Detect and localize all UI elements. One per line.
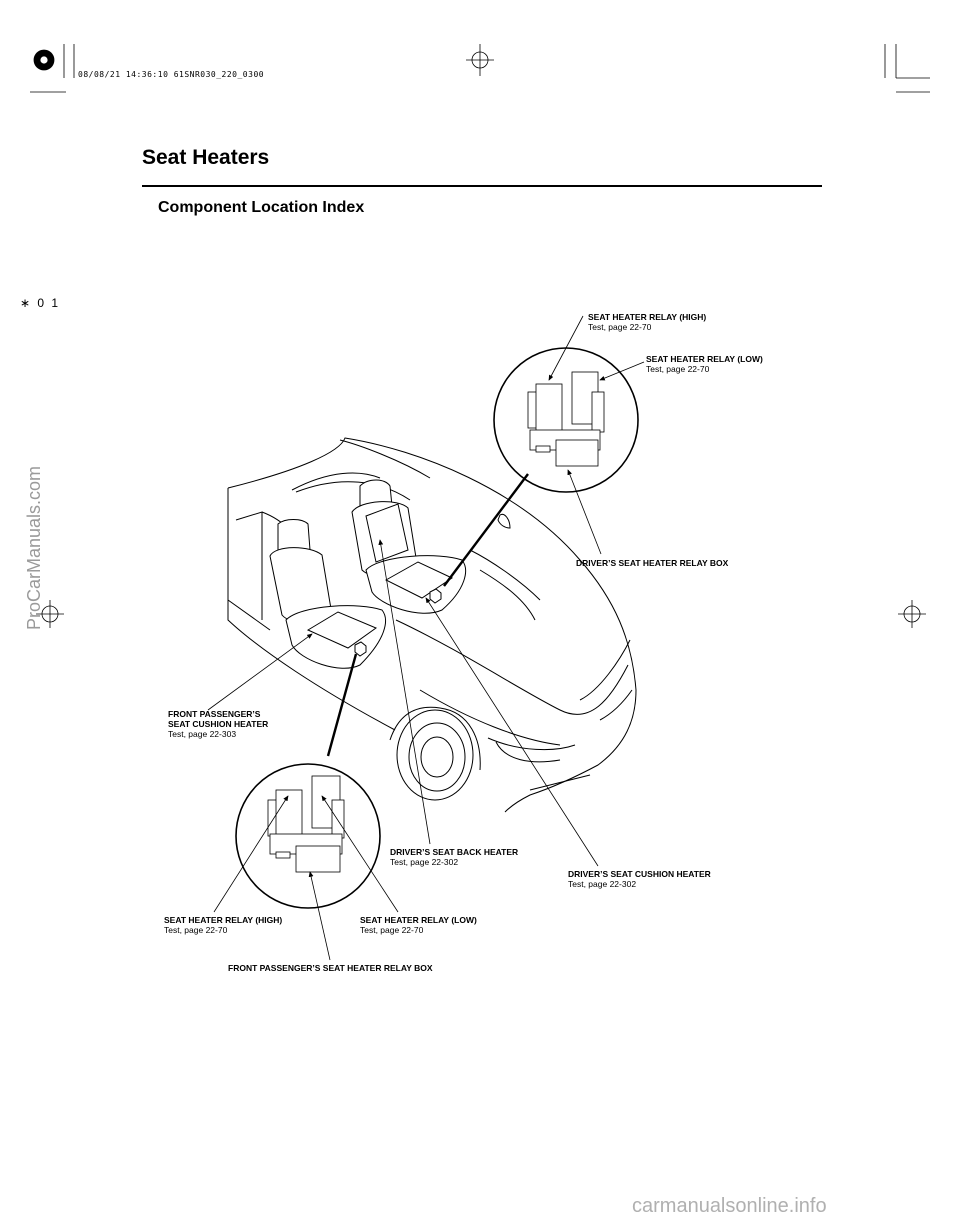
callout-ref-link[interactable]: Test, page 22-302: [568, 879, 637, 889]
detail-connector-lines: [326, 473, 529, 757]
callout-label: FRONT PASSENGER’S SEAT HEATER RELAY BOX: [228, 963, 433, 973]
callout-label: DRIVER’S SEAT CUSHION HEATER: [568, 869, 711, 879]
callout-passenger-relay-box: FRONT PASSENGER’S SEAT HEATER RELAY BOX: [228, 963, 433, 973]
callout-passenger-relay-low: SEAT HEATER RELAY (LOW) Test, page 22-70: [360, 915, 477, 935]
callout-driver-cushion-heater: DRIVER’S SEAT CUSHION HEATER Test, page …: [568, 869, 711, 889]
driver-relay-box-detail: [493, 347, 639, 493]
callout-ref-link[interactable]: Test, page 22-70: [588, 322, 652, 332]
callout-label: DRIVER’S SEAT BACK HEATER: [390, 847, 519, 857]
vehicle-outline: [227, 437, 637, 813]
section-code: ∗ 0 1: [20, 296, 61, 310]
callout-label: DRIVER’S SEAT HEATER RELAY BOX: [576, 558, 729, 568]
callout-driver-relay-box: DRIVER’S SEAT HEATER RELAY BOX: [576, 558, 728, 568]
title-rule: [142, 185, 822, 187]
callout-passenger-cushion-heater: FRONT PASSENGER’S SEAT CUSHION HEATER Te…: [168, 709, 268, 739]
callout-driver-relay-high: SEAT HEATER RELAY (HIGH) Test, page 22-7…: [588, 312, 706, 332]
passenger-seat: [269, 519, 386, 669]
registration-marks: [30, 44, 930, 628]
callout-label: SEAT HEATER RELAY (LOW): [360, 915, 477, 925]
callout-label: SEAT HEATER RELAY (HIGH): [588, 312, 707, 322]
callout-ref-link[interactable]: Test, page 22-303: [168, 729, 237, 739]
callout-passenger-relay-high: SEAT HEATER RELAY (HIGH) Test, page 22-7…: [164, 915, 282, 935]
callout-ref-link[interactable]: Test, page 22-70: [360, 925, 424, 935]
callout-label: SEAT HEATER RELAY (LOW): [646, 354, 763, 364]
page-title: Seat Heaters: [142, 146, 270, 169]
callout-ref-link[interactable]: Test, page 22-70: [164, 925, 228, 935]
passenger-relay-box-detail: [235, 763, 381, 909]
callout-ref-link[interactable]: Test, page 22-302: [390, 857, 459, 867]
callout-ref-link[interactable]: Test, page 22-70: [646, 364, 710, 374]
driver-seat: [351, 479, 466, 614]
callout-driver-relay-low: SEAT HEATER RELAY (LOW) Test, page 22-70: [646, 354, 763, 374]
watermark-bottom: carmanualsonline.info: [632, 1195, 827, 1217]
leader-lines: [207, 315, 645, 961]
watermark-left: ProCarManuals.com: [24, 465, 44, 630]
page-subtitle: Component Location Index: [158, 199, 365, 216]
callout-label: SEAT HEATER RELAY (HIGH): [164, 915, 283, 925]
print-stamp: 08/08/21 14:36:10 61SNR030_220_0300: [78, 70, 265, 79]
callout-driver-back-heater: DRIVER’S SEAT BACK HEATER Test, page 22-…: [390, 847, 518, 867]
callout-label: SEAT CUSHION HEATER: [168, 719, 269, 729]
callout-label: FRONT PASSENGER’S: [168, 709, 261, 719]
